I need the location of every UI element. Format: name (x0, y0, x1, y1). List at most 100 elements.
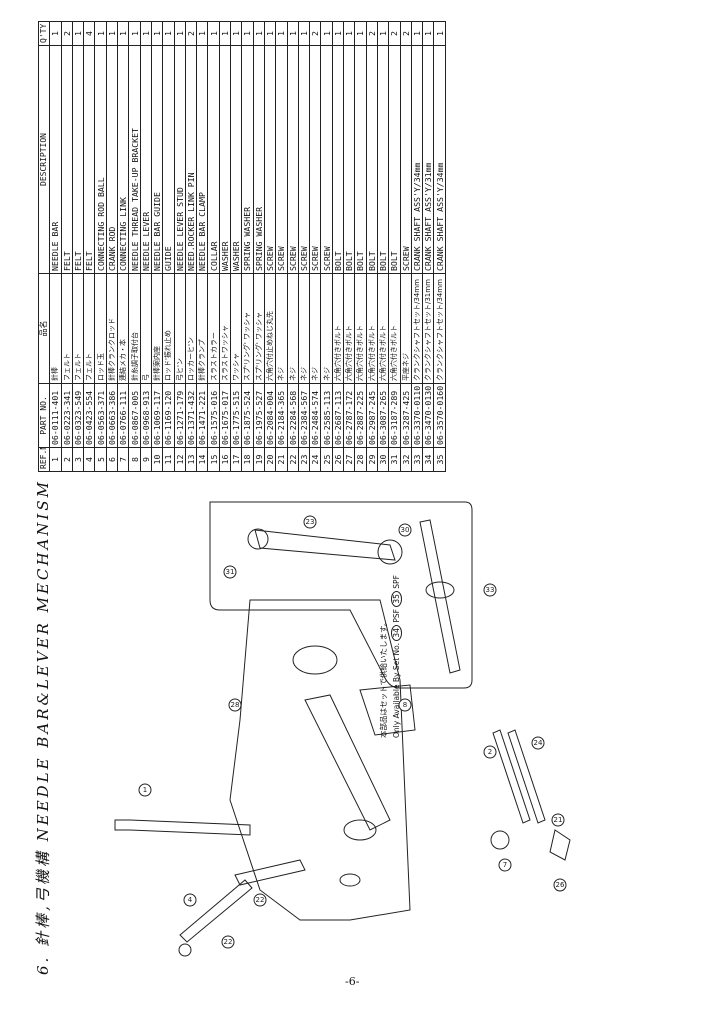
cell-description: BOLT (343, 45, 355, 274)
svg-text:22: 22 (224, 938, 233, 946)
cell-qty: 1 (411, 21, 423, 46)
cell-description: BOLT (332, 45, 344, 274)
cell-description: NEEDLE BAR (49, 45, 62, 274)
cell-qty: 1 (253, 21, 265, 46)
cell-ref-no: 34 (422, 447, 434, 472)
header-qty: Q'TY (38, 21, 50, 46)
cell-ref-no: 26 (332, 447, 344, 472)
cell-description: NEEDLE LEVER (140, 45, 152, 274)
cell-name-jp: 針棒 (49, 273, 62, 384)
cell-description: SCREW (309, 45, 321, 274)
cell-qty: 1 (196, 21, 208, 46)
svg-text:22: 22 (256, 896, 265, 904)
cell-qty: 1 (72, 21, 84, 46)
cell-description: BOLT (354, 45, 367, 274)
cell-description: WASHER (230, 45, 242, 274)
washer-drawing (178, 943, 192, 957)
cell-part-no: 06-2384-567 (298, 383, 310, 448)
cell-part-no: 06-1169-120 (162, 383, 175, 448)
cell-part-no: 06-0663-386 (106, 383, 118, 448)
cell-qty: 2 (61, 21, 73, 46)
cell-ref-no: 16 (219, 447, 231, 472)
cell-name-jp: 六角穴付きボルト (366, 273, 378, 384)
cell-part-no: 06-0223-341 (61, 383, 73, 448)
frame-hole (343, 819, 377, 841)
cell-qty: 1 (94, 21, 107, 46)
svg-text:26: 26 (556, 881, 565, 889)
cell-qty: 1 (422, 21, 434, 46)
page-number: -6- (345, 975, 360, 988)
cell-part-no: 06-3287-425 (400, 383, 412, 448)
cell-part-no: 06-3570-0160 (433, 383, 446, 448)
cell-description: CRANK SHAFT ASS'Y/34mm (433, 45, 446, 274)
svg-text:4: 4 (188, 896, 193, 904)
cell-ref-no: 27 (343, 447, 355, 472)
cell-description: NEEDLE BAR CLAMP (196, 45, 208, 274)
svg-text:30: 30 (401, 526, 410, 534)
cell-description: SPRING WASHER (241, 45, 254, 274)
cell-ref-no: 7 (117, 447, 129, 472)
cell-name-jp: 連結メカ・本 (117, 273, 129, 384)
cell-description: NEED.ROCKER LINK PIN (185, 45, 197, 274)
crank-rod-end (247, 528, 269, 550)
cell-name-jp: クランクシャフトセット/34mm (411, 273, 423, 384)
cell-description: WASHER (219, 45, 231, 274)
cell-part-no: 06-1775-515 (230, 383, 242, 448)
take-up-bracket (359, 684, 416, 736)
cell-name-jp: ネジ (320, 273, 333, 384)
cell-qty: 2 (388, 21, 400, 46)
cell-ref-no: 12 (174, 447, 186, 472)
cell-name-jp: 弓ヒ'ン (174, 273, 186, 384)
needle-bar (114, 819, 251, 836)
cell-name-jp: 六角穴付きボルト (377, 273, 389, 384)
cell-description: FELT (61, 45, 73, 274)
cell-name-jp: スラストワッシャ (219, 273, 231, 384)
cell-part-no: 06-2484-574 (309, 383, 321, 448)
set-b-number: 35 (391, 591, 402, 607)
cell-description: SCREW (298, 45, 310, 274)
cell-part-no: 06-0766-111 (117, 383, 129, 448)
cell-qty: 2 (400, 21, 412, 46)
section-title-container: 6. 針棒,弓機構 NEEDLE BAR&LEVER MECHANISM (32, 479, 56, 975)
cell-ref-no: 3 (72, 447, 84, 472)
cell-ref-no: 4 (83, 447, 95, 472)
cell-part-no: 06-3470-0130 (422, 383, 434, 448)
cell-part-no: 06-2084-004 (264, 383, 276, 448)
cell-qty: 1 (354, 21, 367, 46)
cell-ref-no: 1 (49, 447, 62, 472)
cell-name-jp: 六角穴付きボルト (354, 273, 367, 384)
cell-description: CONNECTING ROD BALL (94, 45, 107, 274)
cell-part-no: 06-2987-245 (366, 383, 378, 448)
set-b-label: SPF (392, 575, 401, 589)
svg-text:7: 7 (503, 861, 507, 869)
cell-part-no: 06-1675-017 (219, 383, 231, 448)
cell-part-no: 06-1371-432 (185, 383, 197, 448)
cell-qty: 1 (377, 21, 389, 46)
header-name-jp: 品名 (38, 273, 50, 384)
svg-text:23: 23 (306, 518, 315, 526)
cell-part-no: 06-2284-568 (287, 383, 299, 448)
cell-qty: 1 (287, 21, 299, 46)
cell-qty: 1 (128, 21, 141, 46)
cell-part-no: 06-2887-225 (354, 383, 367, 448)
cell-name-jp: クランクシャフトセット/34mm (433, 273, 446, 384)
cell-name-jp: 六角穴付きボルト (332, 273, 344, 384)
set-a-label: PSF (392, 609, 401, 623)
